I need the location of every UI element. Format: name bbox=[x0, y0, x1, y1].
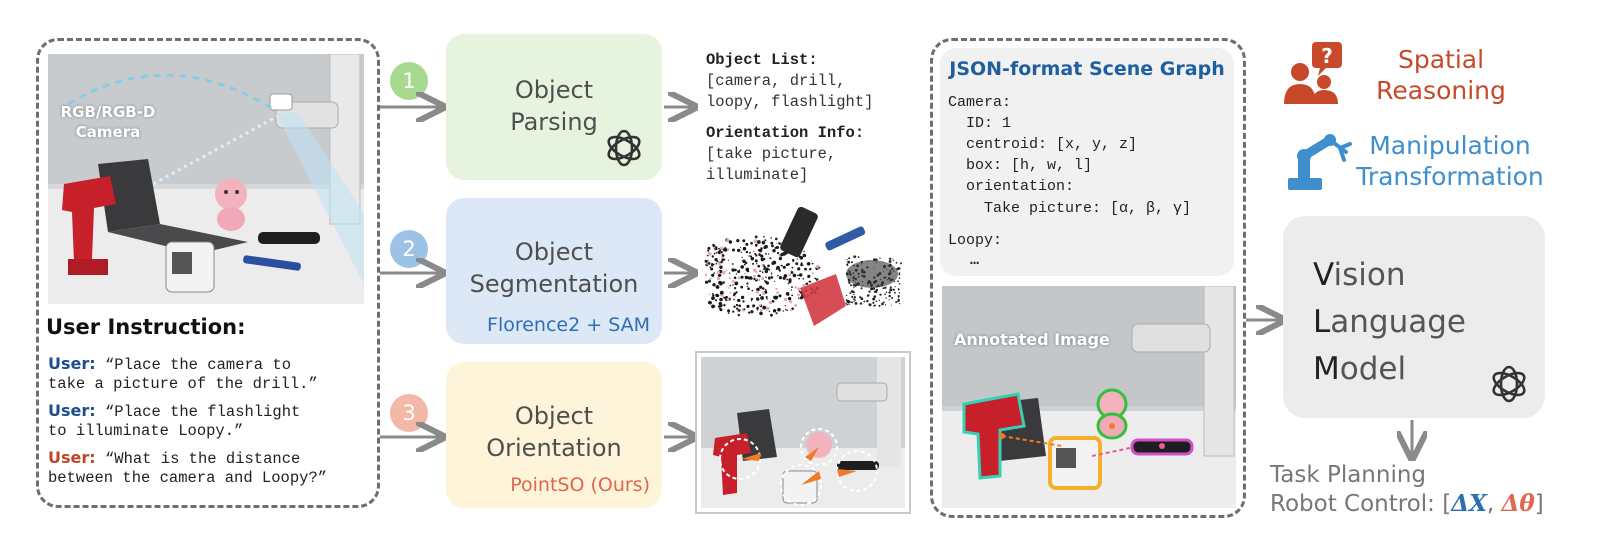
user-tag: User: bbox=[48, 448, 96, 467]
svg-text:?: ? bbox=[1321, 44, 1333, 68]
user-question-icon: ? bbox=[1284, 42, 1342, 104]
robot-control-label: Robot Control: [ΔX, Δθ] bbox=[1270, 490, 1544, 517]
user-input-panel bbox=[36, 38, 380, 508]
orientation-image-frame bbox=[695, 351, 911, 514]
segmentation-model: Florence2 + SAM bbox=[487, 314, 650, 336]
openai-logo-icon bbox=[607, 129, 641, 167]
delta-theta: Δθ bbox=[1501, 490, 1535, 517]
step-object-parsing: Object Parsing bbox=[446, 34, 662, 180]
instruction-1-line1: User: “Place the camera to bbox=[48, 354, 291, 374]
vlm-box: Vision Language Model bbox=[1283, 216, 1545, 418]
instruction-3-line1: User: “What is the distance bbox=[48, 448, 301, 468]
scene-graph-line-4: orientation: bbox=[948, 178, 1075, 195]
scene-graph-line-3: box: [h, w, l] bbox=[948, 157, 1093, 174]
scene-graph-line-1: ID: 1 bbox=[948, 115, 1012, 132]
instruction-2-line1: User: “Place the flashlight bbox=[48, 401, 301, 421]
segmented-pointcloud bbox=[704, 206, 902, 326]
scene-graph-card: JSON-format Scene Graph Camera: ID: 1 ce… bbox=[940, 48, 1234, 276]
step-object-orientation: Object Orientation PointSO (Ours) bbox=[446, 362, 662, 508]
instruction-3-line2: between the camera and Loopy?” bbox=[48, 469, 328, 487]
step-object-segmentation: Object Segmentation Florence2 + SAM bbox=[446, 198, 662, 344]
scene-graph-panel bbox=[930, 38, 1246, 518]
scene-graph-line-5: Take picture: [α, β, γ] bbox=[948, 200, 1192, 217]
instruction-1-line2: take a picture of the drill.” bbox=[48, 375, 318, 393]
scene-graph-ellipsis: … bbox=[970, 252, 980, 269]
vlm-line-language: Language bbox=[1313, 304, 1466, 340]
step-2-badge: 2 bbox=[390, 230, 428, 268]
scene-illustration bbox=[48, 54, 364, 304]
annotated-illustration bbox=[942, 286, 1236, 508]
user-tag: User: bbox=[48, 401, 96, 420]
vlm-line-vision: Vision bbox=[1313, 257, 1406, 293]
task-planning-label: Task Planning bbox=[1270, 462, 1427, 488]
annotated-image-label: Annotated Image bbox=[954, 330, 1110, 349]
scene-graph-title: JSON-format Scene Graph bbox=[949, 58, 1225, 80]
vlm-line-model: Model bbox=[1313, 351, 1407, 387]
scene-graph-line-2: centroid: [x, y, z] bbox=[948, 136, 1138, 153]
delta-x: ΔX bbox=[1451, 490, 1487, 517]
annotated-image: Annotated Image bbox=[942, 286, 1236, 508]
orientation-illustration bbox=[701, 357, 905, 508]
openai-logo-icon bbox=[1492, 365, 1526, 403]
orientation-info: Orientation Info: [take picture, illumin… bbox=[706, 124, 865, 184]
scene-graph-loopy: Loopy: bbox=[948, 232, 1003, 249]
manipulation-transformation-label: Manipulation Transformation bbox=[1356, 131, 1544, 191]
robot-arm-icon bbox=[1288, 134, 1352, 190]
scene-graph-line-0: Camera: bbox=[948, 94, 1012, 111]
instruction-title: User Instruction: bbox=[46, 315, 246, 339]
scene-photo: RGB/RGB-D Camera bbox=[48, 54, 364, 304]
orientation-model: PointSO (Ours) bbox=[510, 474, 650, 496]
user-tag: User: bbox=[48, 354, 96, 373]
object-list: Object List: [camera, drill, loopy, flas… bbox=[706, 51, 874, 111]
camera-label: RGB/RGB-D Camera bbox=[60, 103, 156, 141]
spatial-reasoning-label: Spatial Reasoning bbox=[1376, 45, 1506, 105]
instruction-2-line2: to illuminate Loopy.” bbox=[48, 422, 244, 440]
